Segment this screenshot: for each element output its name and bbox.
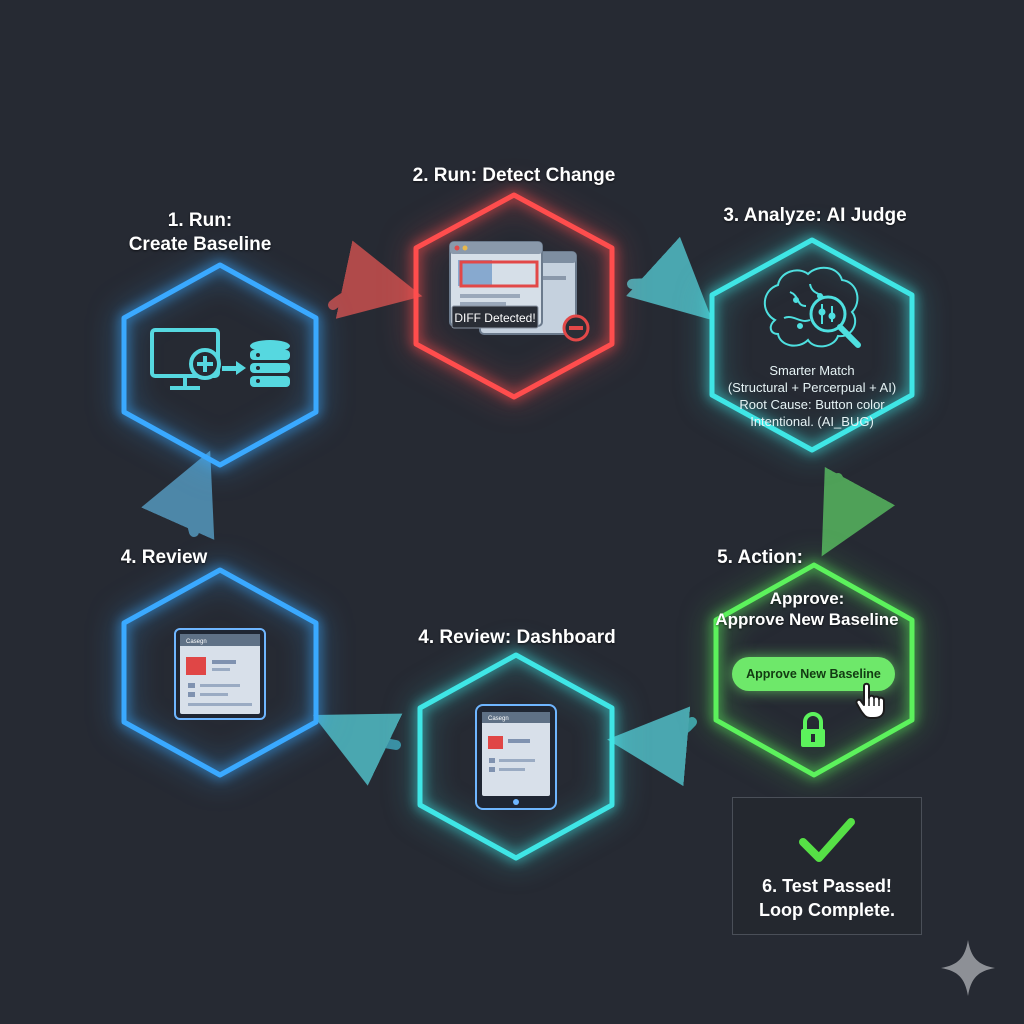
lock-icon xyxy=(801,712,825,747)
ai-judge-line-4: Intentional. (AI_BUG) xyxy=(750,414,874,429)
arrow-review-to-baseline xyxy=(141,450,215,540)
hexagon-review xyxy=(121,567,319,778)
flow-arrows xyxy=(141,236,896,787)
tablet-icon xyxy=(475,704,557,810)
test-passed-panel: 6. Test Passed! Loop Complete. xyxy=(732,797,922,935)
hexagon-detect-change xyxy=(413,192,615,400)
step-5-subtitle-line2: Approve New Baseline xyxy=(715,610,899,629)
step-4-dashboard-title: 4. Review: Dashboard xyxy=(418,627,616,648)
diff-badge-text: DIFF Detected! xyxy=(454,311,535,325)
test-passed-text: 6. Test Passed! Loop Complete. xyxy=(733,874,921,922)
arrow-3-to-5 xyxy=(821,466,896,557)
pointer-hand-icon xyxy=(855,682,885,719)
test-passed-line2: Loop Complete. xyxy=(759,900,895,920)
test-passed-line1: 6. Test Passed! xyxy=(762,876,892,896)
step-1-title: 1. Run: Create Baseline xyxy=(110,209,290,257)
step-5-subtitle: Approve: Approve New Baseline xyxy=(702,588,912,630)
arrow-5-to-dashboard xyxy=(607,706,697,787)
review-screen-icon xyxy=(174,628,266,720)
step-4-title: 4. Review xyxy=(120,547,208,568)
step-2-title: 2. Run: Detect Change xyxy=(412,165,616,186)
hexagon-review-dashboard xyxy=(417,652,615,861)
review-screen-header: Casegn xyxy=(186,639,207,645)
hexagon-ai-judge xyxy=(709,237,915,453)
database-icon xyxy=(250,340,290,387)
dashboard-screen-header: Casegn xyxy=(488,716,509,722)
hexagon-create-baseline xyxy=(121,262,319,468)
arrow-1-to-2 xyxy=(328,240,423,319)
ai-judge-line-2: (Structural + Percerpual + AI) xyxy=(727,380,897,395)
ai-judge-details: Smarter Match (Structural + Percerpual +… xyxy=(712,362,912,430)
ai-judge-line-1: Smarter Match xyxy=(769,363,855,378)
sparkle-icon xyxy=(941,940,995,996)
arrow-2-to-3 xyxy=(626,236,713,321)
hexagon-action xyxy=(713,562,915,778)
arrow-dashboard-to-review xyxy=(312,713,403,786)
checkmark-icon xyxy=(799,818,855,862)
approve-new-baseline-button[interactable]: Approve New Baseline xyxy=(732,657,895,691)
monitor-plus-icon xyxy=(150,328,221,390)
step-5-title: 5. Action: xyxy=(717,547,803,568)
step-1-title-line2: Create Baseline xyxy=(128,234,272,255)
minus-circle-icon xyxy=(562,314,590,342)
arrow-right-icon xyxy=(222,361,246,375)
diff-badge xyxy=(451,305,539,329)
step-5-subtitle-line1: Approve: xyxy=(769,589,845,608)
ai-judge-line-3: Root Cause: Button color xyxy=(739,397,885,412)
step-3-title: 3. Analyze: AI Judge xyxy=(723,205,907,226)
step-1-title-line1: 1. Run: xyxy=(167,210,233,231)
magnifier-icon xyxy=(809,295,861,348)
